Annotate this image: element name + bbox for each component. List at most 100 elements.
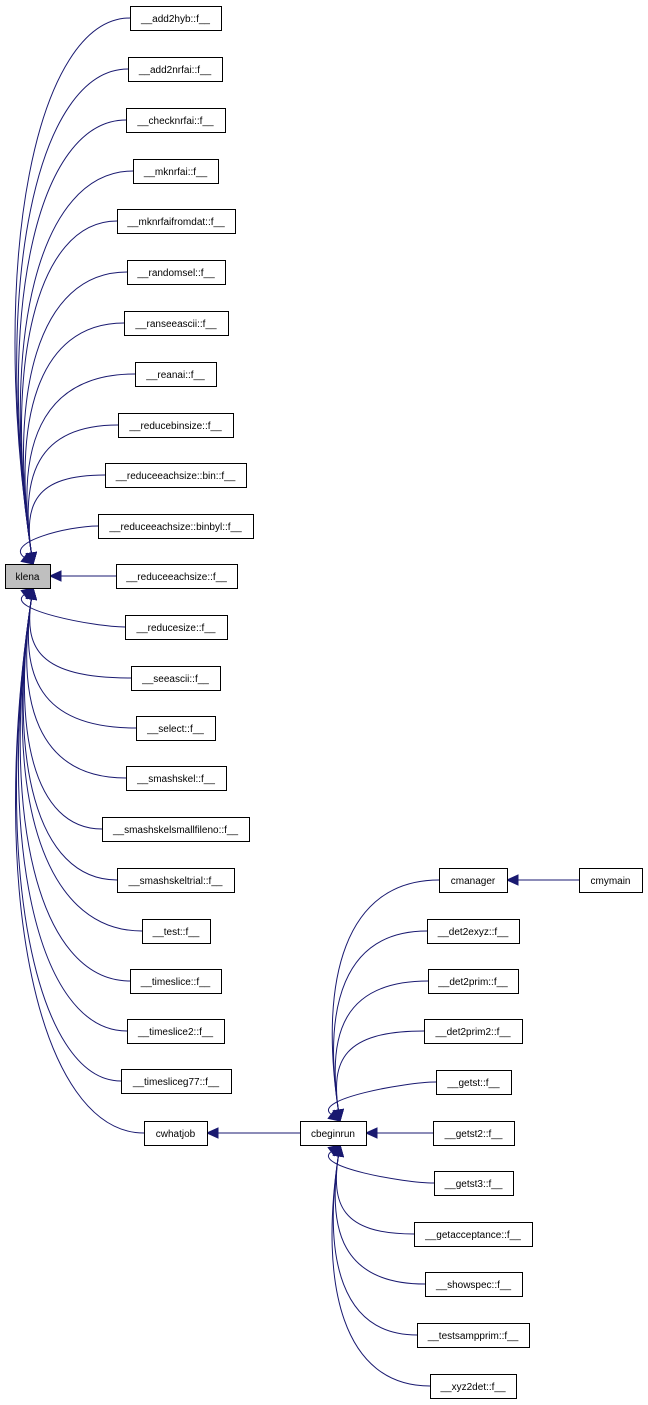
edge-timeslice-to-klena [19,598,131,982]
node-box-reducesize[interactable] [125,615,228,640]
node-label-cmanager: cmanager [451,876,496,887]
node-reanai[interactable]: __reanai::f__ [135,362,217,387]
node-box-timesliceg77[interactable] [121,1069,232,1094]
node-box-add2hyb[interactable] [130,6,222,31]
node-checknrfai[interactable]: __checknrfai::f__ [126,108,226,133]
node-mknrfaifromdat[interactable]: __mknrfaifromdat::f__ [117,209,236,234]
node-box-cbeginrun[interactable] [300,1121,367,1146]
node-box-checknrfai[interactable] [126,108,226,133]
node-box-timeslice2[interactable] [127,1019,225,1044]
node-box-cmymain[interactable] [579,868,643,893]
node-label-mknrfai: __mknrfai::f__ [143,167,208,178]
node-reduceeachsize_binbyl[interactable]: __reduceeachsize::binbyl::f__ [98,514,254,539]
node-getst2[interactable]: __getst2::f__ [433,1121,515,1146]
node-box-mknrfaifromdat[interactable] [117,209,236,234]
node-timeslice[interactable]: __timeslice::f__ [130,969,222,994]
node-randomsel[interactable]: __randomsel::f__ [127,260,226,285]
node-xyz2det[interactable]: __xyz2det::f__ [430,1374,517,1399]
node-box-mknrfai[interactable] [133,159,219,184]
node-label-randomsel: __randomsel::f__ [136,268,215,279]
node-det2exyz[interactable]: __det2exyz::f__ [427,919,520,944]
node-box-reduceeachsize[interactable] [116,564,238,589]
node-label-timesliceg77: __timesliceg77::f__ [132,1077,220,1088]
node-box-getst2[interactable] [433,1121,515,1146]
node-box-cmanager[interactable] [439,868,508,893]
node-showspec[interactable]: __showspec::f__ [425,1272,523,1297]
node-mknrfai[interactable]: __mknrfai::f__ [133,159,219,184]
edge-cmanager-to-cbeginrun [331,879,440,1111]
node-cwhatjob[interactable]: cwhatjob [144,1121,208,1146]
node-cmymain[interactable]: cmymain [579,868,643,893]
node-label-getst2: __getst2::f__ [444,1129,503,1140]
node-box-showspec[interactable] [425,1272,523,1297]
edge-getst-to-cbeginrun [328,1081,437,1115]
edge-cwhatjob-to-klena [15,598,145,1134]
edge-reduceeachsize_binbyl-to-klena [20,525,99,558]
node-box-test[interactable] [142,919,211,944]
node-label-cbeginrun: cbeginrun [311,1129,355,1140]
node-box-timeslice[interactable] [130,969,222,994]
node-test[interactable]: __test::f__ [142,919,211,944]
node-smashskel[interactable]: __smashskel::f__ [126,766,227,791]
edge-mknrfaifromdat-to-klena [20,220,118,554]
node-box-ranseeascii[interactable] [124,311,229,336]
node-box-randomsel[interactable] [127,260,226,285]
node-box-reanai[interactable] [135,362,217,387]
node-label-timeslice: __timeslice::f__ [140,977,211,988]
node-cbeginrun[interactable]: cbeginrun [300,1121,367,1146]
edge-xyz2det-to-cbeginrun [331,1155,431,1387]
node-label-reduceeachsize_bin: __reduceeachsize::bin::f__ [115,471,236,482]
node-box-det2exyz[interactable] [427,919,520,944]
node-reducesize[interactable]: __reducesize::f__ [125,615,228,640]
arrowhead-getst2-to-cbeginrun [364,1127,378,1139]
node-getst3[interactable]: __getst3::f__ [434,1171,514,1196]
node-box-klena[interactable] [5,564,51,589]
node-box-det2prim2[interactable] [424,1019,523,1044]
node-cmanager[interactable]: cmanager [439,868,508,893]
node-label-cwhatjob: cwhatjob [156,1129,196,1140]
node-box-select[interactable] [136,716,216,741]
node-select[interactable]: __select::f__ [136,716,216,741]
node-box-cwhatjob[interactable] [144,1121,208,1146]
node-ranseeascii[interactable]: __ranseeascii::f__ [124,311,229,336]
node-box-reduceeachsize_binbyl[interactable] [98,514,254,539]
edge-reducesize-to-klena [20,594,126,628]
node-box-getst3[interactable] [434,1171,514,1196]
node-add2nrfai[interactable]: __add2nrfai::f__ [128,57,223,82]
arrowhead-xyz2det-to-cbeginrun [332,1143,345,1158]
node-box-reducebinsize[interactable] [118,413,234,438]
node-klena[interactable]: klena [5,564,51,589]
node-box-det2prim[interactable] [428,969,519,994]
arrowhead-reduceeachsize-to-klena [48,570,62,582]
node-getacceptance[interactable]: __getacceptance::f__ [414,1222,533,1247]
node-box-smashskel[interactable] [126,766,227,791]
node-label-reduceeachsize: __reduceeachsize::f__ [125,572,227,583]
node-reduceeachsize[interactable]: __reduceeachsize::f__ [116,564,238,589]
node-box-getst[interactable] [436,1070,512,1095]
node-box-xyz2det[interactable] [430,1374,517,1399]
node-testsampprim[interactable]: __testsampprim::f__ [417,1323,530,1348]
node-det2prim2[interactable]: __det2prim2::f__ [424,1019,523,1044]
node-box-smashskelsmallfileno[interactable] [102,817,250,842]
edge-det2exyz-to-cbeginrun [333,930,428,1111]
node-reduceeachsize_bin[interactable]: __reduceeachsize::bin::f__ [105,463,247,488]
node-add2hyb[interactable]: __add2hyb::f__ [130,6,222,31]
node-smashskelsmallfileno[interactable]: __smashskelsmallfileno::f__ [102,817,250,842]
node-box-reduceeachsize_bin[interactable] [105,463,247,488]
node-getst[interactable]: __getst::f__ [436,1070,512,1095]
node-smashskeltrial[interactable]: __smashskeltrial::f__ [117,868,235,893]
node-seeascii[interactable]: __seeascii::f__ [131,666,221,691]
node-box-seeascii[interactable] [131,666,221,691]
node-box-getacceptance[interactable] [414,1222,533,1247]
node-det2prim[interactable]: __det2prim::f__ [428,969,519,994]
node-reducebinsize[interactable]: __reducebinsize::f__ [118,413,234,438]
node-label-det2exyz: __det2exyz::f__ [437,927,509,938]
node-label-ranseeascii: __ranseeascii::f__ [134,319,217,330]
node-label-testsampprim: __testsampprim::f__ [427,1331,519,1342]
node-timeslice2[interactable]: __timeslice2::f__ [127,1019,225,1044]
node-label-getst: __getst::f__ [446,1078,500,1089]
node-timesliceg77[interactable]: __timesliceg77::f__ [121,1069,232,1094]
node-box-add2nrfai[interactable] [128,57,223,82]
node-box-smashskeltrial[interactable] [117,868,235,893]
node-box-testsampprim[interactable] [417,1323,530,1348]
